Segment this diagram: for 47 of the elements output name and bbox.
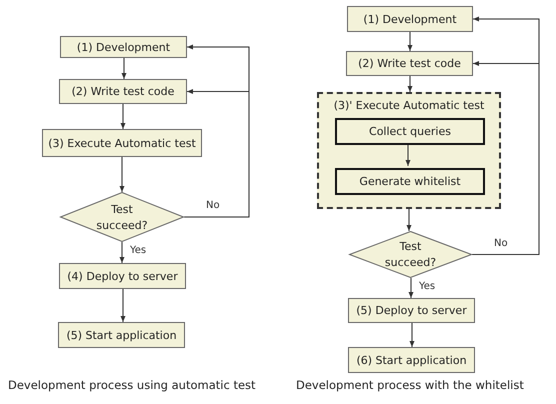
process-box	[335, 118, 485, 145]
edge-label: Yes	[130, 246, 146, 256]
arrow	[120, 242, 124, 264]
arrow	[410, 322, 414, 348]
node-text: (5) Deploy to server	[356, 304, 467, 317]
process-box	[348, 347, 475, 373]
process-box	[346, 51, 473, 76]
process-box	[60, 36, 187, 58]
decision-diamond	[60, 192, 184, 242]
decision-text: Test succeed?	[384, 239, 438, 271]
arrow	[406, 208, 412, 232]
arrow	[408, 76, 412, 92]
decision-text: Test succeed?	[95, 202, 149, 234]
arrow	[472, 61, 540, 255]
node-text: Generate whitelist	[359, 175, 461, 188]
arrow	[184, 89, 250, 218]
group-title: (3)' Execute Automatic test	[332, 99, 486, 112]
process-box	[59, 263, 186, 289]
arrow	[122, 58, 126, 80]
node-text: (3) Execute Automatic test	[48, 136, 196, 150]
arrow	[120, 156, 124, 192]
process-box	[335, 168, 485, 195]
edge-label: No	[206, 201, 220, 211]
caption: Development process using automatic test	[8, 378, 256, 392]
node-text: (2) Write test code	[72, 85, 174, 98]
node-text: Collect queries	[369, 125, 451, 138]
process-box	[348, 298, 475, 323]
node-text: (1) Development	[363, 12, 457, 26]
process-box	[58, 322, 185, 348]
process-box	[42, 129, 202, 157]
arrow	[120, 288, 126, 322]
process-box	[59, 79, 187, 104]
arrow	[406, 142, 410, 166]
edge-label: No	[494, 238, 508, 248]
arrow	[408, 278, 414, 298]
node-text: (1) Development	[76, 40, 170, 54]
node-text: (2) Write test code	[358, 57, 461, 70]
node-text: (4) Deploy to server	[67, 270, 178, 282]
caption: Development process with the whitelist	[296, 378, 524, 392]
decision-diamond	[349, 231, 472, 278]
node-text: (6) Start application	[356, 354, 467, 366]
arrow	[120, 104, 126, 130]
process-box	[347, 6, 473, 32]
node-text: (5) Start application	[66, 328, 177, 342]
arrow	[408, 32, 412, 52]
dashed-group-box	[317, 92, 501, 209]
edge-label: Yes	[419, 282, 436, 292]
